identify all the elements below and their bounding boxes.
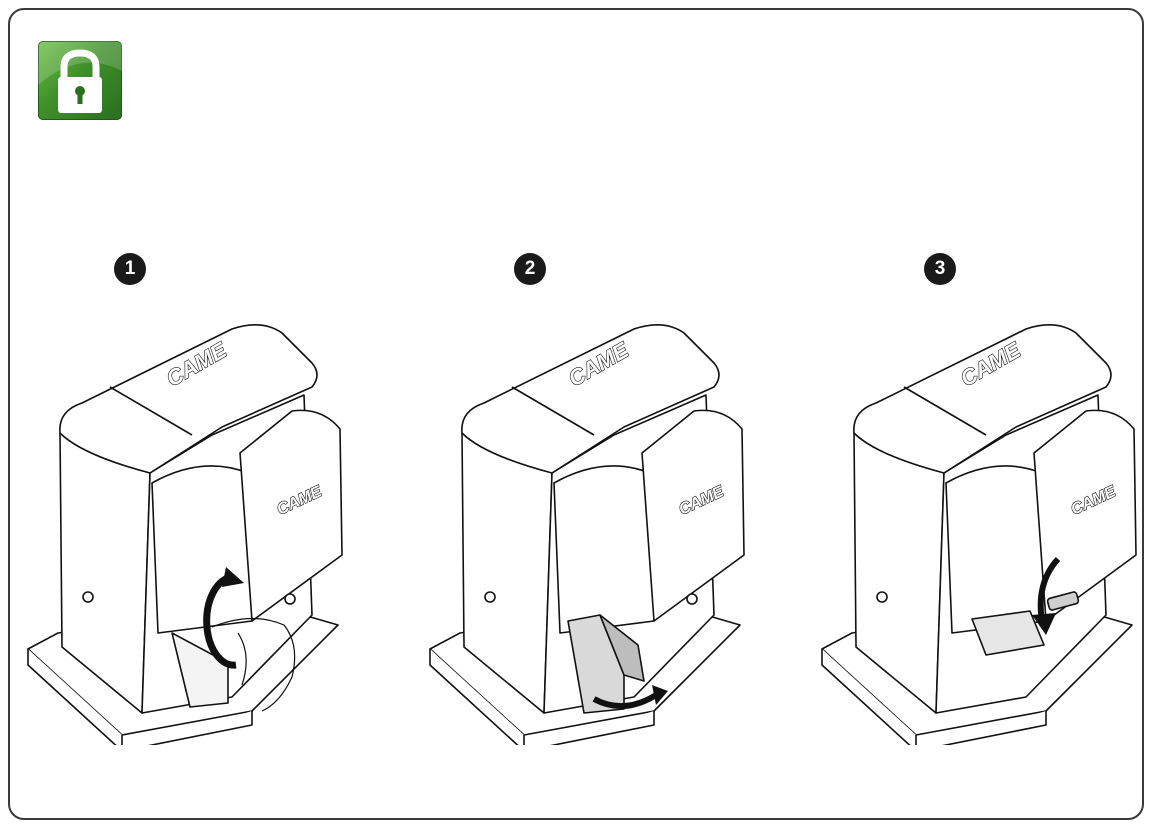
rotate-arrow-icon (203, 573, 237, 669)
padlock-icon (38, 41, 122, 120)
step-3-illustration: CAME CAME (816, 315, 1152, 752)
step-number-1: 1 (114, 253, 146, 285)
gate-motor-drawing-3: CAME CAME (821, 324, 1137, 752)
step-1-illustration: CAME CAME (22, 315, 362, 752)
step-number-2: 2 (514, 253, 546, 285)
gate-motor-drawing-2: CAME CAME (429, 324, 745, 752)
gate-motor-drawing-1: CAME CAME (27, 324, 343, 752)
down-arrow-icon (1037, 556, 1061, 622)
step-2-illustration: CAME CAME (424, 315, 764, 752)
step-number-3: 3 (924, 253, 956, 285)
curved-arrow-icon (592, 692, 658, 710)
